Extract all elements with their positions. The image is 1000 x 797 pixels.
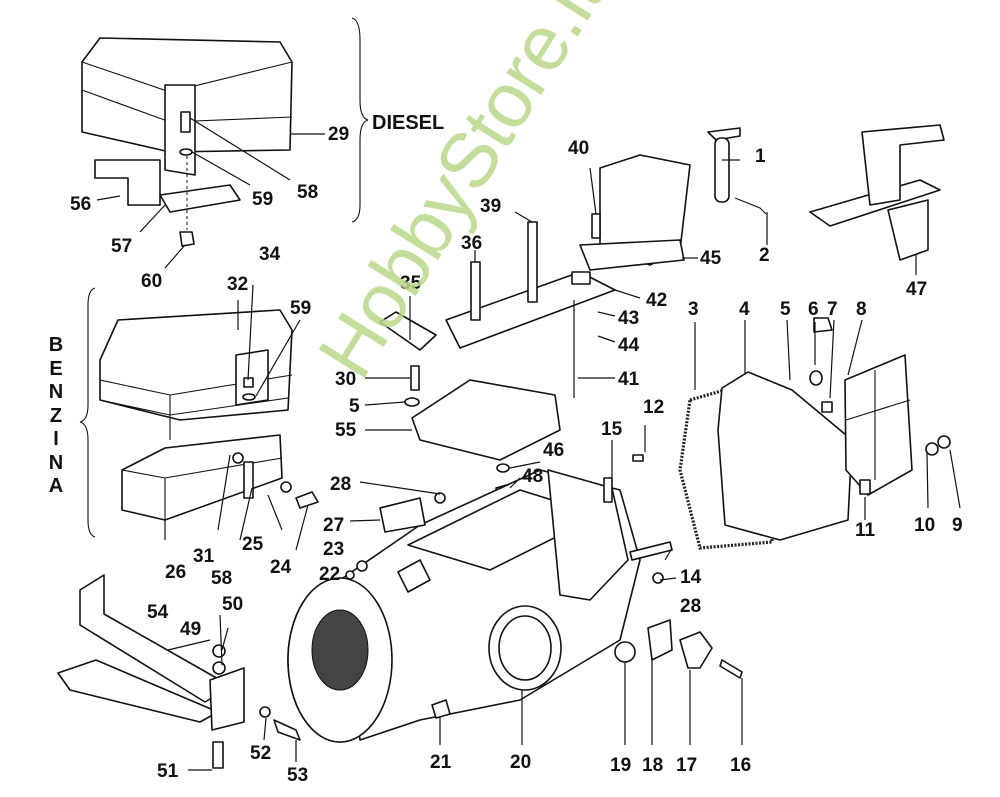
diesel-battery-box — [81, 37, 293, 247]
part-label: 14 — [680, 567, 702, 588]
part-label: 53 — [287, 765, 309, 786]
part-label: 60 — [141, 271, 163, 292]
part-label: 25 — [242, 534, 264, 555]
part-label: 3 — [688, 299, 699, 320]
part-label: 44 — [618, 335, 640, 356]
part-label: 16 — [730, 755, 752, 776]
part-label: 35 — [400, 273, 422, 294]
part-label: 46 — [543, 440, 565, 461]
part-label: 58 — [297, 182, 319, 203]
part-label: 50 — [222, 594, 244, 615]
part-label: 18 — [642, 755, 664, 776]
gearbox-rear-cover — [632, 317, 951, 550]
pin-and-clip — [707, 127, 767, 215]
part-label: 10 — [914, 515, 936, 536]
part-label: 7 — [827, 299, 838, 320]
part-label: 15 — [601, 419, 623, 440]
part-label: 32 — [227, 274, 249, 295]
part-label: 41 — [618, 369, 640, 390]
part-label: 47 — [906, 279, 928, 300]
part-label: 27 — [323, 515, 345, 536]
part-label: 40 — [568, 138, 590, 159]
diesel-brace — [351, 17, 369, 223]
part-label: 19 — [610, 755, 632, 776]
group-label-benzina: B E N Z I N A — [48, 334, 64, 497]
part-label: 4 — [739, 299, 750, 320]
petrol-battery-box — [99, 309, 319, 521]
part-label: 36 — [461, 233, 483, 254]
part-label: 24 — [270, 557, 292, 578]
part-label: 5 — [780, 299, 791, 320]
part-label: 59 — [290, 298, 312, 319]
part-label: 59 — [252, 189, 274, 210]
part-label: 58 — [211, 568, 233, 589]
gearbox-main-housing — [287, 469, 743, 743]
part-label: 28 — [330, 474, 352, 495]
part-label: 17 — [676, 755, 698, 776]
part-label: 8 — [856, 299, 867, 320]
leader-lines — [96, 117, 961, 771]
pivot-bracket-assembly — [379, 154, 691, 503]
part-label: 5 — [349, 396, 360, 417]
part-label: 56 — [70, 194, 92, 215]
part-label: 39 — [480, 196, 502, 217]
part-label: 43 — [618, 308, 640, 329]
part-label: 21 — [430, 752, 452, 773]
part-label: 29 — [328, 124, 350, 145]
part-label: 49 — [180, 619, 202, 640]
part-label: 12 — [643, 397, 665, 418]
part-label: 20 — [510, 752, 532, 773]
part-label: 52 — [250, 743, 272, 764]
part-label: 23 — [323, 539, 345, 560]
part-label: 54 — [147, 602, 169, 623]
part-label: 42 — [646, 290, 668, 311]
part-label: 55 — [335, 420, 357, 441]
hitch-47 — [809, 124, 945, 261]
petrol-brace — [79, 287, 96, 538]
part-label: 57 — [111, 236, 133, 257]
part-label: 45 — [700, 248, 722, 269]
part-label: 28 — [680, 596, 702, 617]
part-label: 2 — [759, 245, 770, 266]
part-label: 6 — [808, 299, 819, 320]
part-label: 22 — [319, 564, 341, 585]
part-label: 1 — [755, 146, 766, 167]
part-label: 48 — [522, 466, 544, 487]
part-label: 30 — [335, 369, 357, 390]
group-label-diesel: DIESEL — [372, 112, 445, 134]
part-label: 31 — [193, 546, 215, 567]
part-label: 34 — [259, 244, 281, 265]
part-label: 51 — [157, 761, 179, 782]
bracket-54 — [57, 574, 301, 769]
part-label: 26 — [165, 562, 187, 583]
part-label: 11 — [855, 520, 876, 541]
part-label: 9 — [952, 515, 963, 536]
